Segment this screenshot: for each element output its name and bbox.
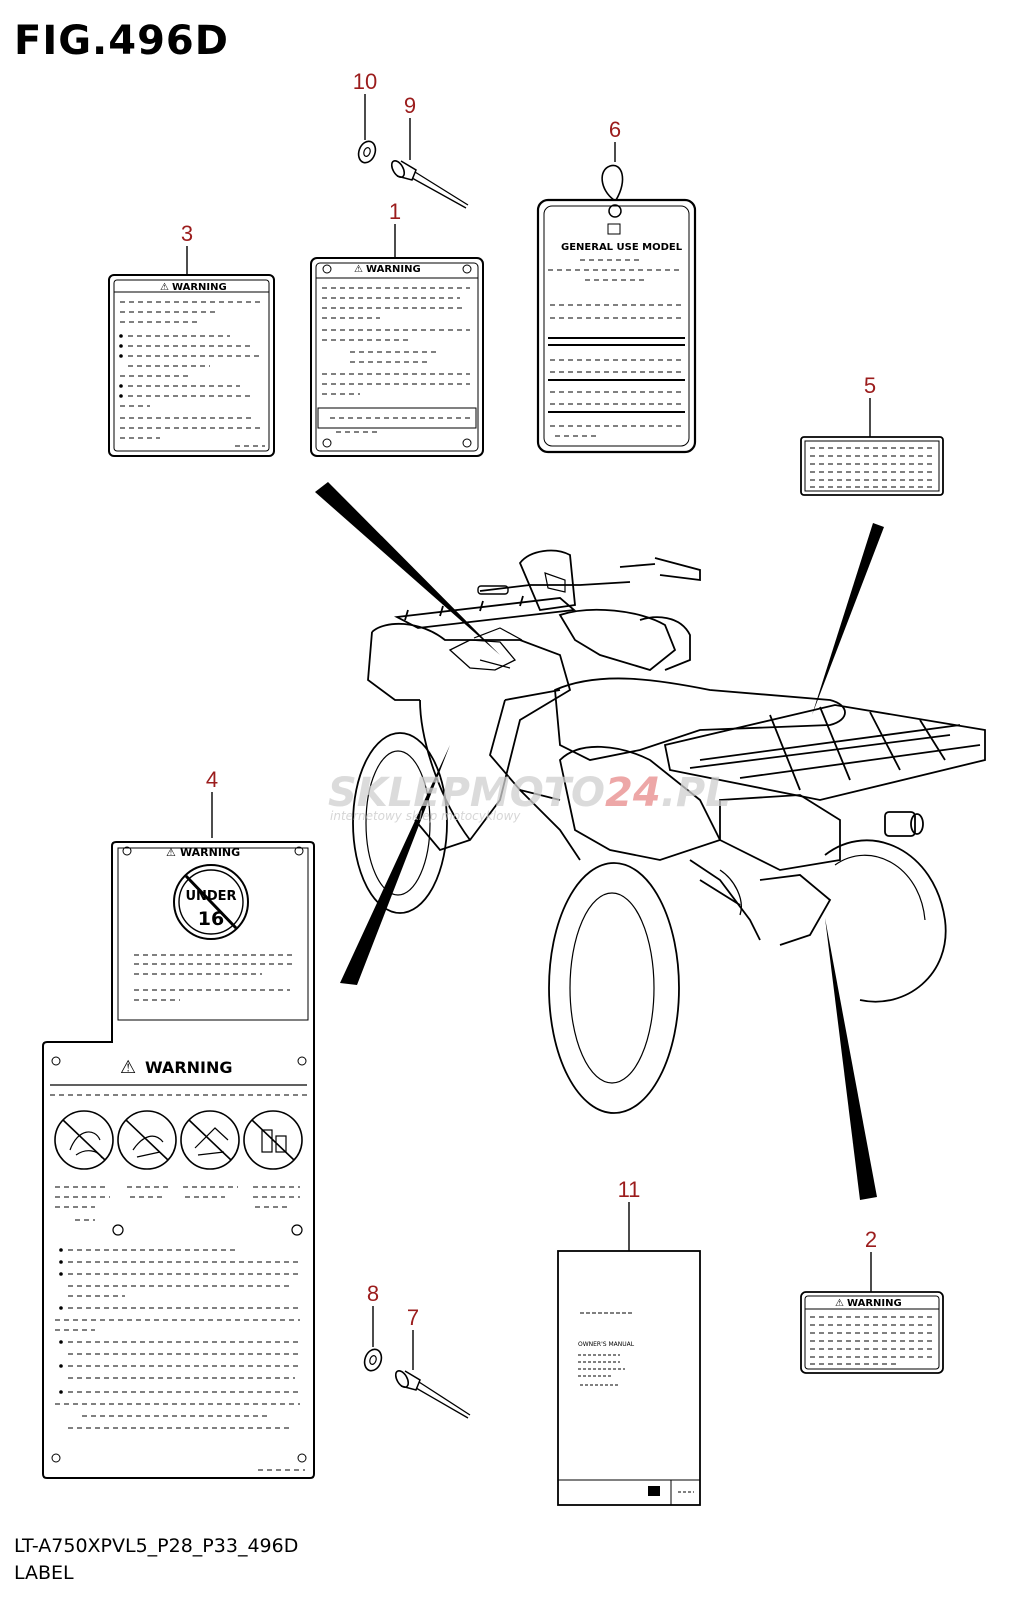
hang-tag-part-6[interactable]: GENERAL USE MODEL bbox=[536, 142, 697, 454]
model-code: LT-A750XPVL5_P28_P33_496D bbox=[14, 1535, 299, 1557]
svg-text:internetowy sklep motocyklowy: internetowy sklep motocyklowy bbox=[330, 809, 521, 823]
svg-text:3: 3 bbox=[181, 221, 193, 246]
suzuki-logo-icon bbox=[648, 1486, 660, 1496]
figure-title: FIG.496D bbox=[14, 18, 229, 64]
svg-text:6: 6 bbox=[609, 117, 621, 142]
callout-5[interactable]: 5 bbox=[864, 373, 876, 437]
pointer-arrows bbox=[315, 482, 884, 1200]
callout-4[interactable]: 4 bbox=[206, 767, 218, 838]
rivet-part-7[interactable] bbox=[393, 1369, 471, 1419]
svg-text:WARNING: WARNING bbox=[180, 846, 240, 859]
atv-illustration bbox=[352, 549, 986, 1114]
washer-part-10[interactable] bbox=[356, 94, 379, 165]
callout-3[interactable]: 3 bbox=[181, 221, 193, 274]
rivet-part-9[interactable] bbox=[389, 159, 469, 209]
svg-text:16: 16 bbox=[198, 908, 224, 930]
svg-text:WARNING: WARNING bbox=[145, 1058, 233, 1077]
callout-9[interactable]: 9 bbox=[404, 93, 416, 160]
svg-text:WARNING: WARNING bbox=[366, 264, 421, 275]
washer-part-8[interactable] bbox=[362, 1347, 385, 1373]
svg-text:OWNER'S MANUAL: OWNER'S MANUAL bbox=[578, 1341, 635, 1348]
svg-text:⚠: ⚠ bbox=[835, 1298, 844, 1309]
svg-text:2: 2 bbox=[865, 1227, 877, 1252]
prohibition-icons bbox=[54, 1110, 303, 1170]
svg-text:SKLEPMOTO24.PL: SKLEPMOTO24.PL bbox=[328, 770, 731, 816]
svg-text:1: 1 bbox=[389, 199, 401, 224]
callout-7[interactable]: 7 bbox=[407, 1305, 419, 1370]
svg-text:WARNING: WARNING bbox=[847, 1298, 902, 1309]
callout-1[interactable]: 1 bbox=[389, 199, 401, 258]
callout-2[interactable]: 2 bbox=[865, 1227, 877, 1292]
svg-text:⚠: ⚠ bbox=[160, 282, 169, 293]
callout-6[interactable]: 6 bbox=[609, 117, 621, 142]
label-part-5[interactable] bbox=[800, 436, 944, 496]
svg-text:10: 10 bbox=[353, 69, 377, 94]
svg-text:11: 11 bbox=[618, 1177, 641, 1202]
owners-manual-part-11[interactable]: OWNER'S MANUAL bbox=[557, 1250, 701, 1506]
under-16-icon: UNDER 16 bbox=[173, 864, 249, 940]
svg-text:⚠: ⚠ bbox=[120, 1057, 136, 1078]
callout-11[interactable]: 11 bbox=[618, 1177, 641, 1251]
figure-caption: LABEL bbox=[14, 1562, 74, 1584]
svg-text:GENERAL USE MODEL: GENERAL USE MODEL bbox=[561, 242, 683, 253]
svg-text:⚠: ⚠ bbox=[354, 264, 363, 275]
svg-text:4: 4 bbox=[206, 767, 218, 792]
watermark: SKLEPMOTO24.PL internetowy sklep motocyk… bbox=[328, 770, 731, 823]
svg-text:WARNING: WARNING bbox=[172, 282, 227, 293]
svg-text:⚠: ⚠ bbox=[166, 846, 176, 859]
svg-text:5: 5 bbox=[864, 373, 876, 398]
callout-8[interactable]: 8 bbox=[367, 1281, 379, 1347]
svg-text:8: 8 bbox=[367, 1281, 379, 1306]
svg-text:9: 9 bbox=[404, 93, 416, 118]
svg-text:7: 7 bbox=[407, 1305, 419, 1330]
warning-label-part-3[interactable]: ⚠ WARNING bbox=[108, 274, 275, 457]
warning-label-part-1[interactable]: ⚠ WARNING bbox=[310, 257, 484, 457]
warning-label-part-2[interactable]: ⚠ WARNING bbox=[800, 1291, 944, 1374]
warning-label-part-4[interactable]: ⚠ WARNING UNDER 16 ⚠ WARNING bbox=[42, 841, 315, 1479]
svg-text:UNDER: UNDER bbox=[185, 889, 236, 904]
callout-10[interactable]: 10 bbox=[353, 69, 377, 94]
